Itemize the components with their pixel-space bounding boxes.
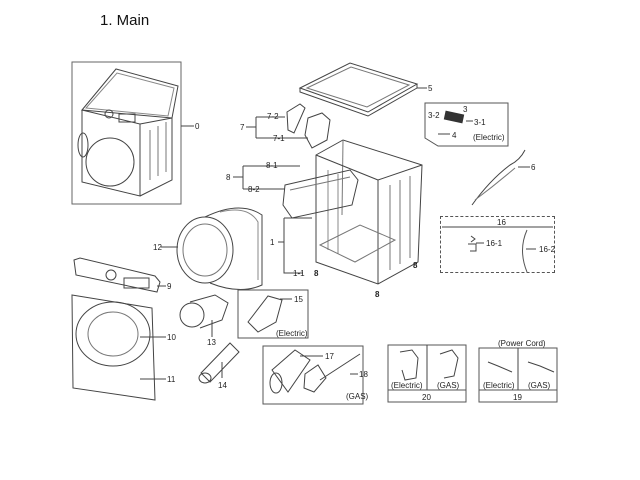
part-label-12: 12: [153, 243, 162, 252]
part-label-8: 8: [226, 173, 231, 182]
part-label-9: 9: [167, 282, 172, 291]
blower-drawing: [179, 294, 229, 337]
heater-drawing: [247, 295, 292, 333]
part-label-19: 19: [513, 393, 522, 402]
part-label-0: 0: [195, 122, 200, 131]
thermostat-frame: [424, 102, 509, 147]
part-label-1: 1: [270, 238, 275, 247]
gas-note: (GAS): [346, 392, 369, 401]
front-panel-drawing: [71, 294, 166, 401]
screw-marker: 8: [375, 290, 380, 299]
duct-drawing: [198, 342, 240, 384]
part-label-6: 6: [531, 163, 536, 172]
part-label-8-1: 8-1: [266, 161, 278, 170]
part-label-20: 20: [422, 393, 431, 402]
part-label-16-1: 16-1: [486, 239, 503, 248]
wire-harness-drawing: [471, 149, 526, 206]
part-label-3-2: 3-2: [428, 111, 440, 120]
electric-note: (Electric): [483, 381, 515, 390]
gas-note: (GAS): [437, 381, 460, 390]
control-panel-drawing: [73, 257, 166, 293]
gas-note: (GAS): [528, 381, 551, 390]
part-label-15: 15: [294, 295, 303, 304]
heater-electric-frame: [237, 289, 309, 339]
top-cover-drawing: [298, 62, 427, 117]
hose-kit-frame: [440, 216, 555, 273]
part-label-17: 17: [325, 352, 334, 361]
gas-burner-frame: [262, 345, 364, 405]
part-label-13: 13: [207, 338, 216, 347]
part-label-3-1: 3-1: [474, 118, 486, 127]
part-label-16-2: 16-2: [539, 245, 556, 254]
electric-note: (Electric): [276, 329, 308, 338]
gas-burner-drawing: [269, 349, 361, 394]
part-label-14: 14: [218, 381, 227, 390]
part-label-1-1: 1-1: [293, 269, 305, 278]
drum-drawing: [161, 207, 263, 290]
screw-marker: 8: [413, 261, 418, 270]
electric-note: (Electric): [473, 133, 505, 142]
dryer-assembly-drawing: [77, 68, 194, 197]
part-label-8-2: 8-2: [248, 185, 260, 194]
dispenser-parts-drawing: [246, 103, 331, 149]
part-label-7-1: 7-1: [273, 134, 285, 143]
screw-marker: 8: [314, 269, 319, 278]
page-title: 1. Main: [100, 12, 150, 29]
part-label-7: 7: [240, 123, 245, 132]
part-label-11: 11: [167, 375, 176, 384]
part-label-10: 10: [167, 333, 176, 342]
part-label-18: 18: [359, 370, 368, 379]
part-label-4: 4: [452, 131, 457, 140]
part-label-5: 5: [428, 84, 433, 93]
dryer-assembly-frame: [71, 61, 182, 205]
part-label-3: 3: [463, 105, 468, 114]
electric-note: (Electric): [391, 381, 423, 390]
part-label-7-2: 7-2: [267, 112, 279, 121]
cabinet-drawing: [233, 139, 423, 285]
power-cord-note: (Power Cord): [498, 339, 546, 348]
part-label-16: 16: [497, 218, 506, 227]
